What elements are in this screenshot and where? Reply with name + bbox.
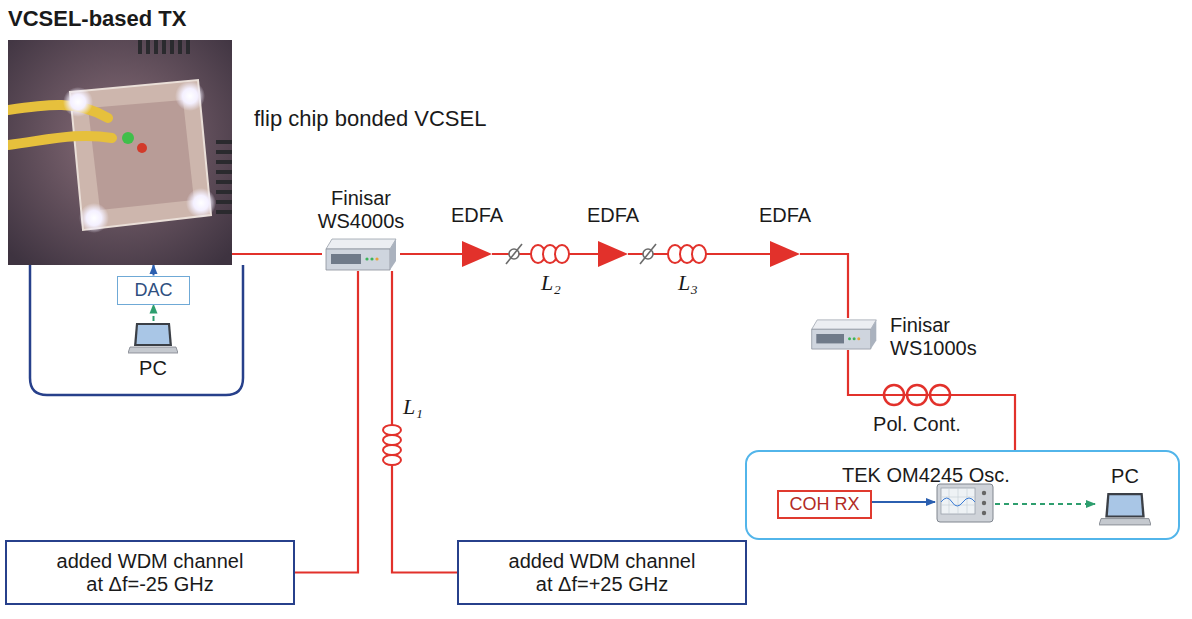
wss-device: Finisar WS4000s	[322, 237, 400, 271]
laptop-drawing	[128, 322, 178, 354]
amplifier-triangle	[462, 241, 492, 267]
amplifier-triangle	[598, 241, 628, 267]
edfa-amplifier-text: EDFA	[451, 204, 503, 227]
fiber-length-label: L₃	[678, 270, 698, 295]
data-link-arrow	[995, 503, 1095, 505]
receiver-panel: TEK OM4245 Osc. COH RX PC	[745, 450, 1180, 540]
pc-icon-text: PC	[139, 357, 167, 380]
polarization-controller-text: Pol. Cont.	[873, 413, 961, 436]
optical-fiber	[400, 253, 462, 255]
fiber-length-label: L₂	[541, 270, 561, 295]
icon-holder	[770, 241, 800, 267]
attenuator-symbol	[640, 244, 656, 264]
optical-fiber	[295, 271, 358, 573]
icon-holder	[808, 318, 880, 350]
coherent-receiver-box-text: COH RX	[789, 494, 859, 515]
pc-icon-text: PC	[1111, 465, 1139, 488]
optical-fiber	[392, 271, 457, 573]
dac-box-text: DAC	[134, 280, 172, 301]
edfa-amplifier-text: EDFA	[759, 204, 811, 227]
optical-fiber	[962, 395, 1015, 450]
optical-fiber	[232, 253, 322, 255]
optical-fiber	[800, 254, 848, 318]
wss-device-drawing	[322, 237, 400, 271]
wdm-channel-box: added WDM channel at Δf=-25 GHz	[5, 540, 295, 605]
vcsel-photo-drawing	[8, 40, 232, 265]
wss-device-text: Finisar WS1000s	[890, 314, 990, 360]
amplifier-triangle	[770, 241, 800, 267]
attenuator-symbol	[506, 244, 522, 264]
vcsel-photo-text: flip chip bonded VCSEL	[254, 106, 486, 131]
wdm-channel-box-text: added WDM channel at Δf=-25 GHz	[50, 550, 250, 596]
wss-device-drawing	[808, 318, 880, 350]
signal-arrow	[872, 501, 935, 503]
icon-holder	[1099, 492, 1151, 526]
icon-holder	[322, 237, 400, 271]
wss-device-text: Finisar WS4000s	[311, 187, 411, 233]
dac-box: DAC	[117, 276, 190, 305]
signal-wire	[153, 265, 155, 276]
edfa-amplifier: EDFA	[598, 241, 628, 267]
diagram-title: VCSEL-based TX	[8, 6, 186, 31]
wdm-channel-box-text: added WDM channel at Δf=+25 GHz	[502, 550, 702, 596]
icon-holder	[598, 241, 628, 267]
receiver-panel-text: TEK OM4245 Osc.	[842, 464, 1010, 487]
edfa-amplifier: EDFA	[462, 241, 492, 267]
laptop-drawing	[1099, 492, 1151, 526]
pc-icon: PC	[1099, 492, 1151, 526]
wdm-channel-box: added WDM channel at Δf=+25 GHz	[457, 540, 747, 605]
icon-holder	[8, 40, 232, 265]
icon-holder	[872, 383, 962, 407]
pc-icon: PC	[128, 322, 178, 354]
fiber-spool	[383, 425, 401, 465]
edfa-amplifier: EDFA	[770, 241, 800, 267]
vcsel-photo: flip chip bonded VCSEL	[8, 40, 232, 265]
polarization-controller: Pol. Cont.	[872, 383, 962, 407]
fiber-length-label: L₁	[403, 394, 423, 419]
wss-device: Finisar WS1000s	[808, 318, 880, 350]
transmitter-outline	[30, 265, 243, 395]
edfa-amplifier-text: EDFA	[587, 204, 639, 227]
icon-holder	[462, 241, 492, 267]
coherent-receiver-box: COH RX	[777, 490, 872, 519]
optical-fiber	[848, 350, 872, 395]
oscilloscope-icon	[937, 484, 993, 522]
icon-holder	[128, 322, 178, 354]
data-link	[153, 305, 155, 322]
polarization-coil	[872, 383, 962, 407]
fiber-spool	[531, 245, 569, 263]
fiber-spool	[668, 245, 706, 263]
